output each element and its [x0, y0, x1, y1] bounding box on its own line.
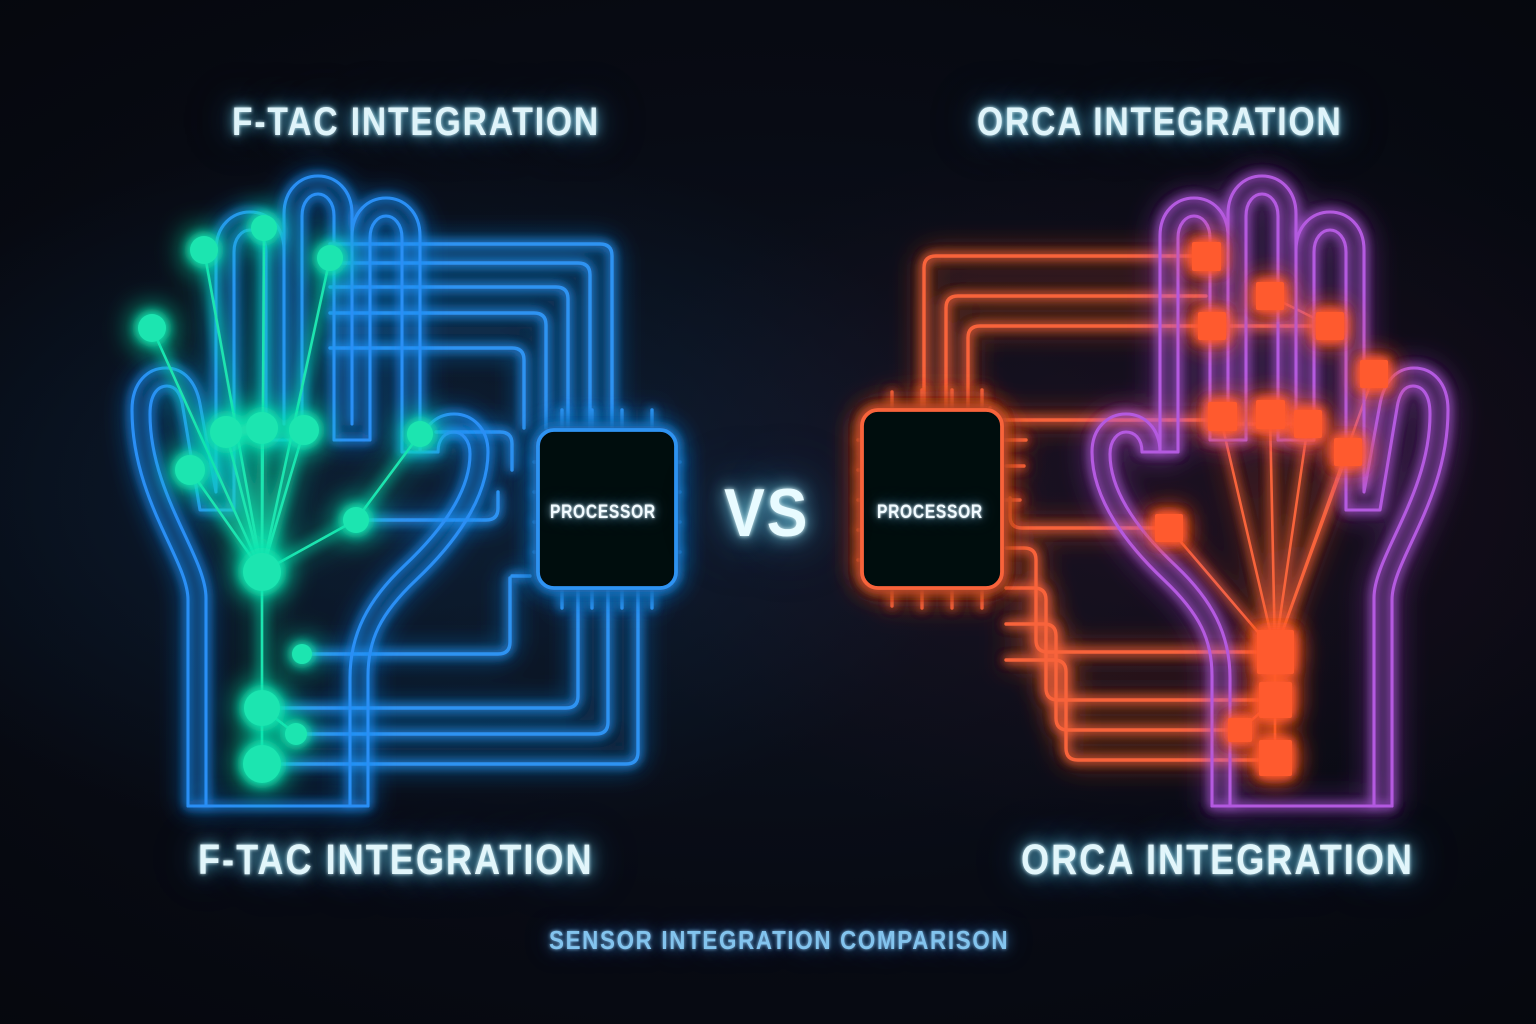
right-circuit-traces	[922, 254, 1332, 762]
sensor-node	[1155, 514, 1183, 542]
sensor-node	[210, 416, 242, 448]
sensor-node	[1259, 740, 1292, 776]
sensor-node	[1208, 402, 1237, 431]
sensor-node	[289, 415, 319, 445]
sensor-node	[244, 690, 280, 726]
sensor-node	[407, 421, 433, 447]
left-hand-outline	[130, 174, 490, 808]
sensor-node	[243, 745, 281, 783]
sensor-node	[251, 215, 277, 241]
sensor-node	[1334, 438, 1362, 466]
right-processor-chip[interactable]	[860, 408, 1004, 590]
sensor-node	[1316, 312, 1344, 340]
sensor-node	[1259, 682, 1292, 718]
sensor-node	[243, 553, 281, 591]
sensor-node	[1192, 242, 1221, 271]
left-sensor-links	[150, 226, 422, 766]
sensor-node	[285, 723, 307, 745]
right-hand-outline	[1090, 174, 1450, 808]
sensor-node	[317, 245, 343, 271]
sensor-node	[1256, 282, 1284, 310]
sensor-node	[1198, 312, 1226, 340]
sensor-node	[138, 314, 166, 342]
sensor-node	[1256, 400, 1285, 429]
right-sensor-nodes	[1155, 242, 1388, 776]
sensor-node	[343, 507, 369, 533]
sensor-node	[190, 236, 218, 264]
sensor-node	[292, 644, 312, 664]
sensor-node	[1228, 718, 1252, 742]
sensor-node	[1257, 630, 1294, 674]
left-circuit-traces	[260, 242, 640, 766]
sensor-node	[175, 455, 205, 485]
left-processor-chip[interactable]	[536, 428, 678, 590]
left-sensor-nodes	[138, 215, 433, 783]
sensor-node	[1360, 360, 1388, 388]
sensor-node	[246, 412, 278, 444]
sensor-node	[1294, 410, 1322, 438]
